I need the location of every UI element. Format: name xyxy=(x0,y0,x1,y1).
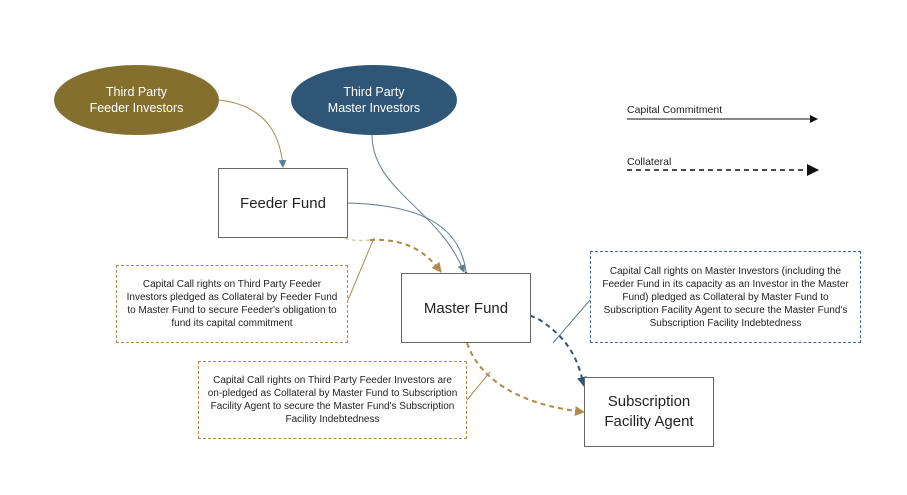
legend-collateral: Collateral xyxy=(627,156,672,168)
feeder-pledge-note: Capital Call rights on Third Party Feede… xyxy=(116,265,348,343)
master-fund-node: Master Fund xyxy=(401,273,531,343)
master-investors-node: Third Party Master Investors xyxy=(291,65,457,135)
note-a-pointer xyxy=(347,237,375,301)
collateral-onpledge xyxy=(466,342,585,416)
collateral-feeder-to-master xyxy=(369,238,442,273)
note-c-pointer xyxy=(552,299,591,344)
legend-capital-commitment: Capital Commitment xyxy=(627,104,723,116)
subscription-agent-node: Subscription Facility Agent xyxy=(584,377,714,447)
master-commitment-line xyxy=(371,134,466,273)
note-b-pointer xyxy=(466,371,491,401)
onpledge-note: Capital Call rights on Third Party Feede… xyxy=(198,361,467,439)
feeder-investors-node: Third Party Feeder Investors xyxy=(54,65,219,135)
master-pledge-note: Capital Call rights on Master Investors … xyxy=(590,251,861,343)
feeder-fund-node: Feeder Fund xyxy=(218,168,348,238)
feeder-commitment-line xyxy=(218,99,287,168)
feeder-to-master-line xyxy=(347,202,467,273)
